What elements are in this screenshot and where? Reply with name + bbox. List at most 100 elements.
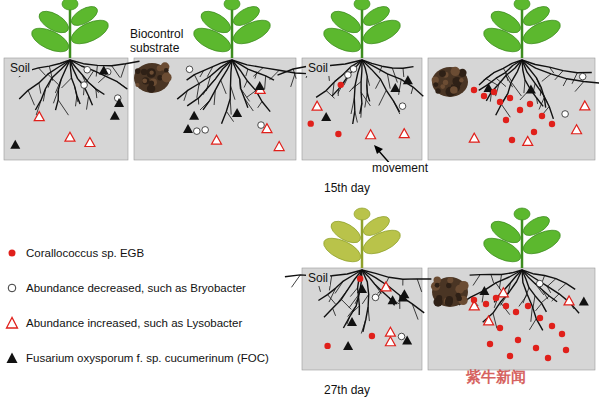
corallococcus-dot xyxy=(308,120,314,126)
legend-sample xyxy=(4,351,20,365)
soil-panel xyxy=(302,268,422,370)
decreased-circle xyxy=(398,333,405,340)
label: Soil xyxy=(8,62,32,76)
foc-triangle xyxy=(388,295,398,304)
foc-triangle xyxy=(403,75,413,84)
corallococcus-dot xyxy=(369,333,375,339)
soil-panel xyxy=(4,58,128,160)
plant xyxy=(278,0,424,124)
foc-triangle xyxy=(10,140,20,149)
foc-triangle xyxy=(99,66,109,75)
increased-triangle xyxy=(34,112,44,121)
corallococcus-dot xyxy=(471,87,477,93)
soil-panel xyxy=(302,58,422,160)
biocontrol-substrate xyxy=(432,67,468,97)
increased-triangle xyxy=(312,101,322,110)
corallococcus-dot xyxy=(533,345,539,351)
corallococcus-dot xyxy=(487,341,493,347)
legend-text: Fusarium oxysporum f. sp. cucumerinum (F… xyxy=(26,352,269,364)
corallococcus-dot xyxy=(507,353,513,359)
increased-triangle xyxy=(523,136,533,145)
soil-panel xyxy=(428,268,595,370)
decreased-circle xyxy=(399,103,406,110)
increased-triangle xyxy=(381,282,391,291)
decreased-circle xyxy=(202,127,209,134)
corallococcus-dot xyxy=(563,347,569,353)
corallococcus-dot xyxy=(503,117,509,123)
plant xyxy=(459,208,579,330)
foc-triangle xyxy=(114,98,124,107)
increased-triangle xyxy=(85,137,95,146)
legend-row: Abundance decreased, such as Bryobacter xyxy=(4,281,246,295)
corallococcus-dot xyxy=(539,113,545,119)
legend-text: Corallococcus sp. EGB xyxy=(26,247,144,259)
legend-sample xyxy=(4,281,20,295)
foc-triangle xyxy=(183,124,193,133)
label: 27th day xyxy=(324,384,370,398)
increased-triangle xyxy=(484,316,494,325)
corallococcus-dot xyxy=(517,107,523,113)
increased-triangle xyxy=(65,132,75,141)
foc-triangle xyxy=(343,341,353,350)
increased-triangle xyxy=(274,142,284,151)
label: 15th day xyxy=(324,182,370,196)
legend-text: Abundance decreased, such as Bryobacter xyxy=(26,282,246,294)
label: Biocontrol substrate xyxy=(130,28,200,56)
increased-triangle xyxy=(469,133,479,142)
legend-row: Corallococcus sp. EGB xyxy=(4,246,144,260)
corallococcus-dot xyxy=(513,309,519,315)
foc-triangle xyxy=(255,81,265,90)
corallococcus-dot xyxy=(545,355,551,361)
legend-sample xyxy=(4,316,20,330)
corallococcus-dot xyxy=(549,121,555,127)
increased-triangle xyxy=(366,130,376,139)
foc-triangle xyxy=(357,284,367,293)
label: movement xyxy=(370,162,430,176)
decreased-circle xyxy=(350,66,357,73)
increased-triangle xyxy=(212,135,222,144)
corallococcus-dot xyxy=(503,303,509,309)
watermark: 紫牛新闻 xyxy=(466,368,526,385)
increased-triangle xyxy=(262,124,272,133)
foc-triangle xyxy=(579,296,589,305)
foc-triangle xyxy=(321,112,331,121)
foc-triangle xyxy=(232,108,242,117)
corallococcus-dot xyxy=(471,297,477,303)
increased-triangle xyxy=(572,125,582,134)
corallococcus-dot xyxy=(335,131,341,137)
decreased-circle xyxy=(579,73,586,80)
foc-triangle xyxy=(110,111,120,120)
decreased-circle xyxy=(536,280,543,287)
corallococcus-dot xyxy=(525,303,531,309)
corallococcus-dot xyxy=(357,276,363,282)
foc-triangle xyxy=(526,85,536,94)
corallococcus-dot xyxy=(559,331,565,337)
legend-row: Abundance increased, such as Lysobacter xyxy=(4,316,242,330)
plant xyxy=(177,0,311,124)
foc-triangle xyxy=(479,286,489,295)
corallococcus-dot xyxy=(493,295,499,301)
increased-triangle xyxy=(564,296,574,305)
corallococcus-dot xyxy=(497,99,503,105)
corallococcus-dot xyxy=(481,93,487,99)
foc-triangle xyxy=(402,336,412,345)
soil-panel xyxy=(428,58,595,160)
plant xyxy=(285,208,432,334)
corallococcus-dot xyxy=(338,82,344,88)
increased-triangle xyxy=(498,288,508,297)
decreased-circle xyxy=(186,66,193,73)
corallococcus-dot xyxy=(527,101,533,107)
corallococcus-dot xyxy=(515,337,521,343)
soil-panel xyxy=(134,58,296,160)
plant xyxy=(479,0,599,119)
label: Soil xyxy=(306,272,330,286)
corallococcus-dot xyxy=(324,343,330,349)
legend-row: Fusarium oxysporum f. sp. cucumerinum (F… xyxy=(4,351,269,365)
decreased-circle xyxy=(345,72,352,79)
corallococcus-dot xyxy=(497,325,503,331)
foc-triangle xyxy=(347,317,357,326)
increased-triangle xyxy=(399,129,409,138)
corallococcus-dot xyxy=(483,301,489,307)
decreased-circle xyxy=(258,122,265,129)
